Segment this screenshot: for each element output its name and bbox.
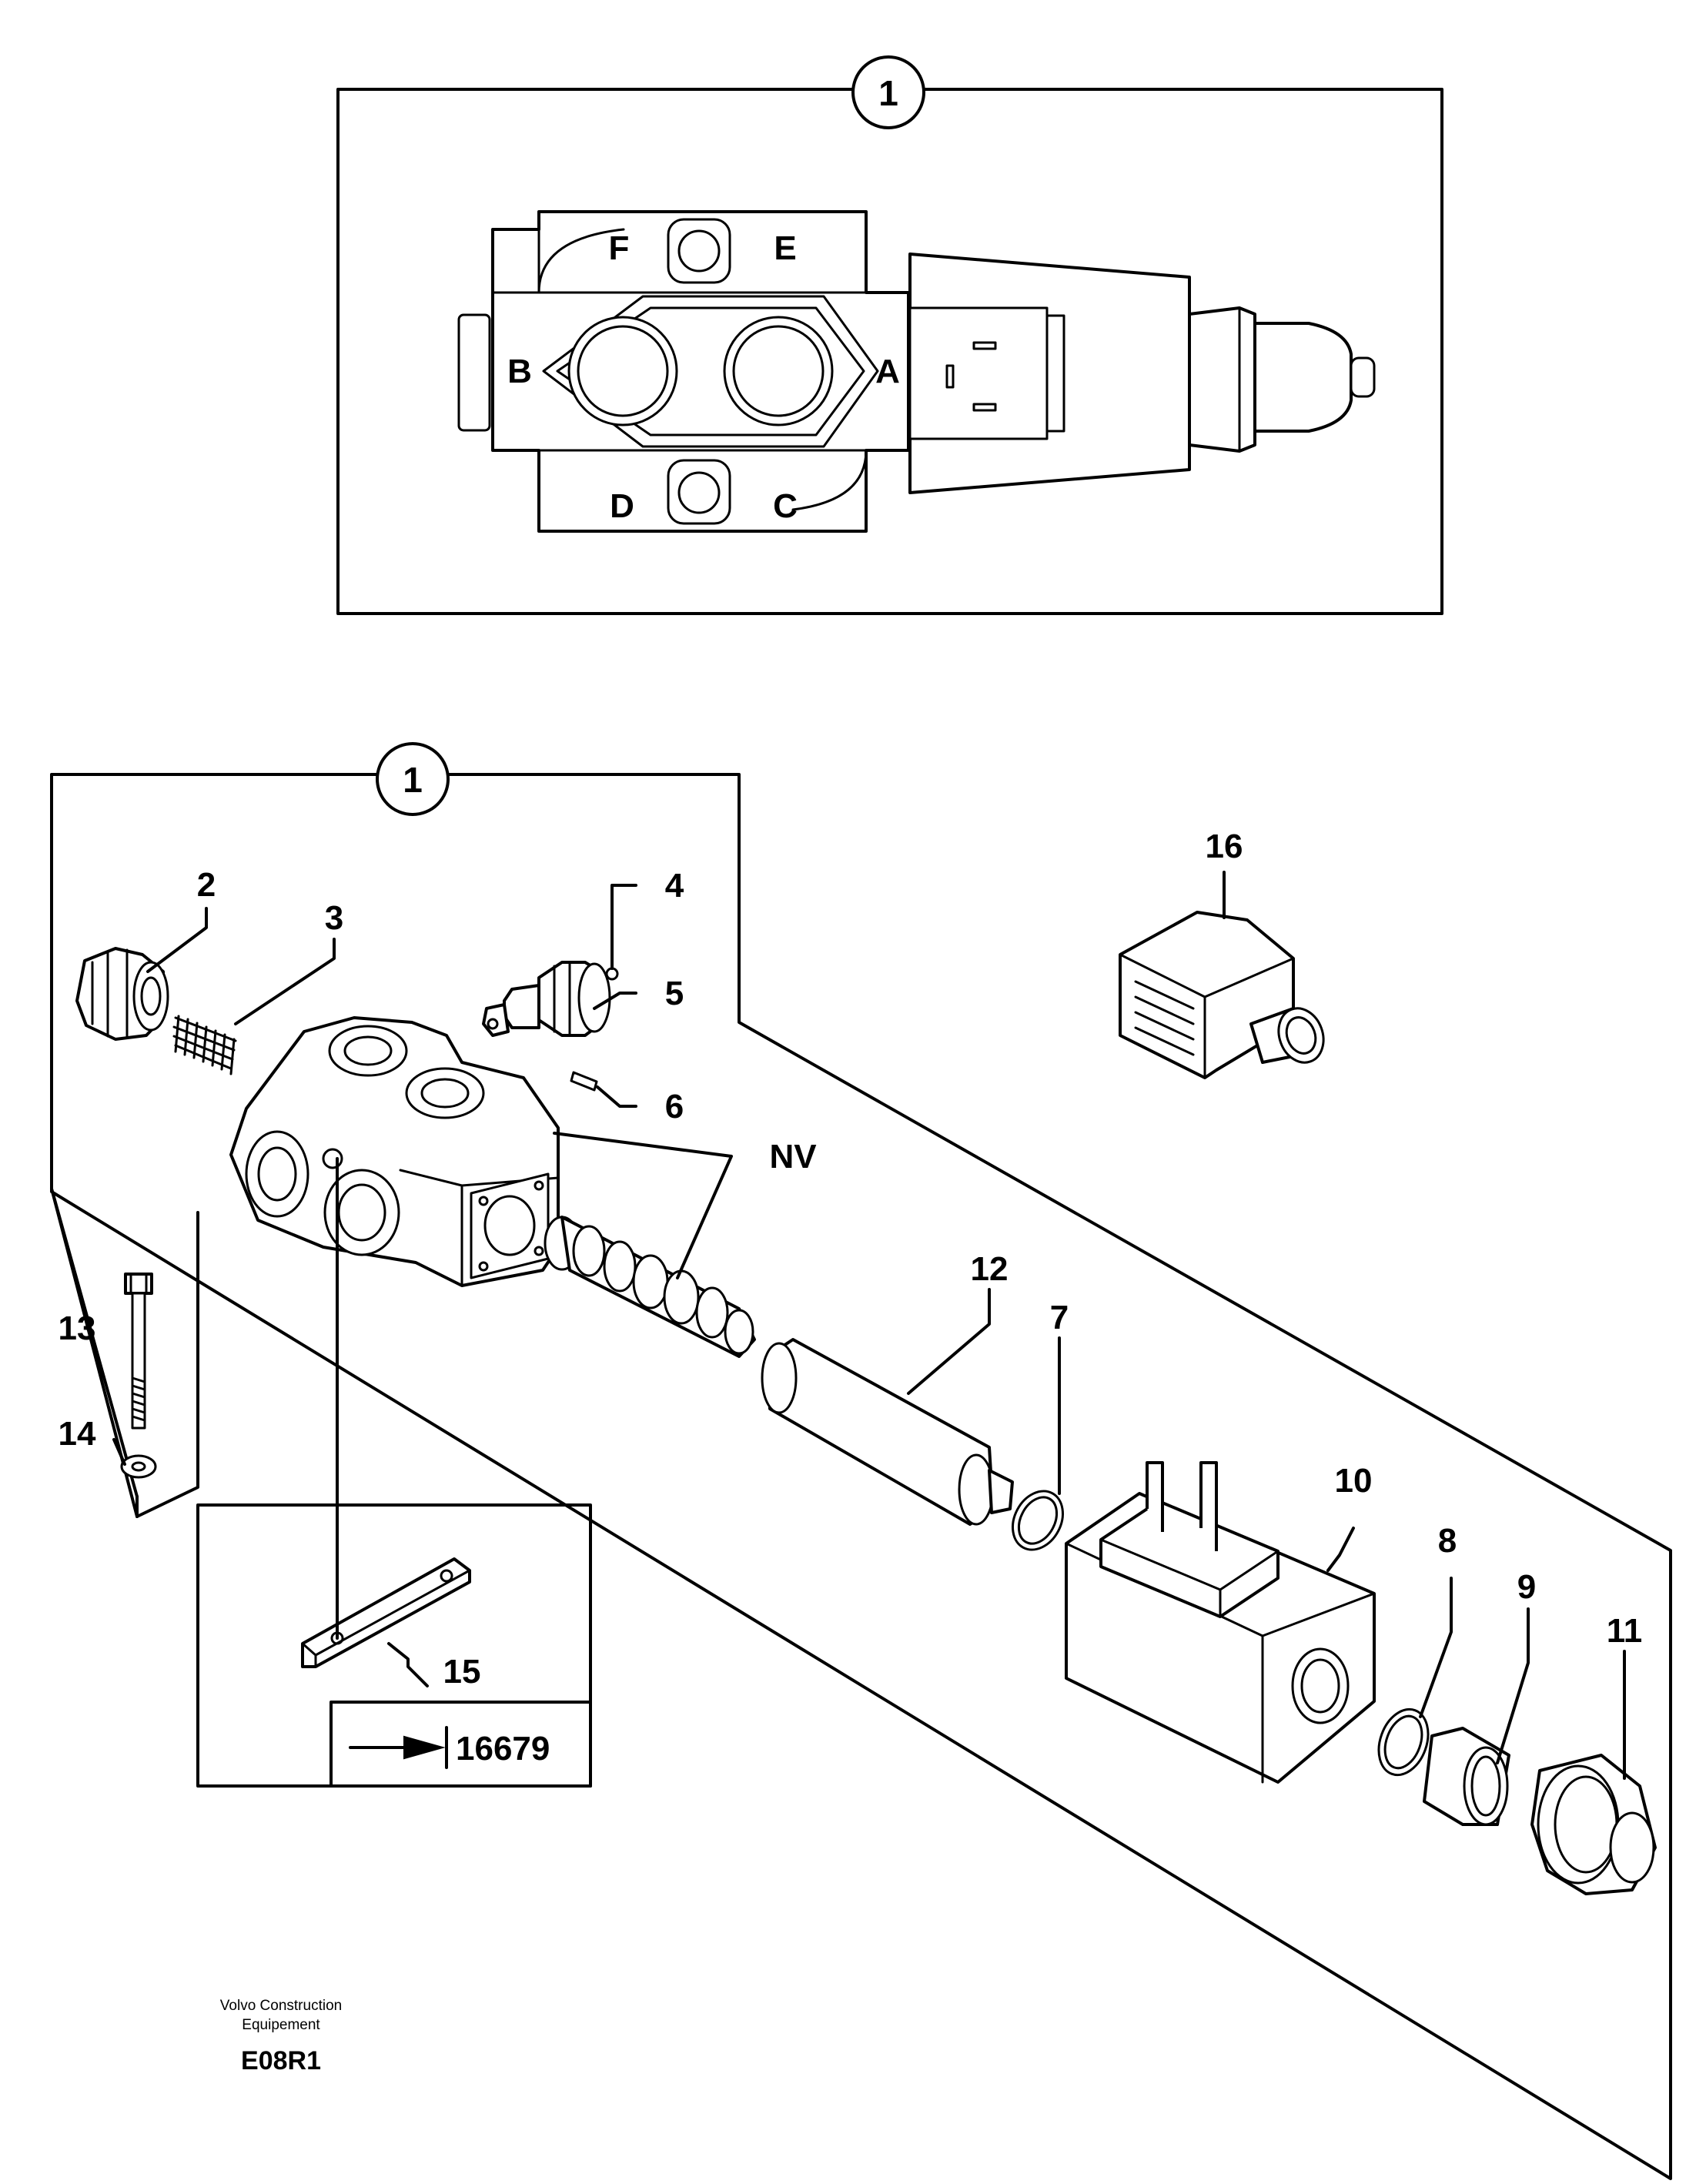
part-6-pin <box>570 1071 598 1092</box>
callout-16: 16 <box>1206 828 1243 865</box>
port-label-e: E <box>774 229 796 267</box>
callout-3: 3 <box>325 899 343 937</box>
footer: Volvo Construction Equipement E08R1 <box>220 1998 342 2075</box>
kit-reference: 16679 <box>349 1726 550 1769</box>
port-label-b: B <box>507 353 532 390</box>
port-label-c: C <box>773 487 798 525</box>
valve-body-top-view <box>457 210 910 533</box>
part-16-connector <box>1119 911 1325 1079</box>
part-11-cap <box>1530 1754 1657 1895</box>
top-view-badge: 1 <box>851 55 925 129</box>
port-label-d: D <box>610 487 634 525</box>
exploded-view-badge-label: 1 <box>403 760 423 800</box>
port-label-a: A <box>875 353 900 390</box>
top-view-badge-label: 1 <box>878 73 898 113</box>
kit-reference-number: 16679 <box>456 1730 550 1768</box>
solenoid-top-view <box>908 253 1376 494</box>
brand-line-2: Equipement <box>242 2017 320 2033</box>
callout-7: 7 <box>1050 1299 1069 1336</box>
part-9-sleeve <box>1423 1727 1510 1826</box>
top-view-group: 1 <box>336 55 1443 615</box>
callout-10: 10 <box>1335 1462 1373 1500</box>
exploded-view-badge: 1 <box>376 742 450 816</box>
callout-8: 8 <box>1438 1522 1457 1560</box>
callout-leaders <box>112 871 1626 1780</box>
valve-body-exploded <box>229 1016 560 1287</box>
part-4-ball <box>605 967 619 981</box>
callout-12: 12 <box>971 1250 1009 1288</box>
part-3-spring <box>172 1015 237 1075</box>
drawing-code: E08R1 <box>241 2046 321 2075</box>
callout-13: 13 <box>59 1309 96 1347</box>
callout-5: 5 <box>665 975 684 1012</box>
exploded-view-group: 1 16679 <box>50 742 1672 2180</box>
part-8-oring <box>1377 1707 1430 1777</box>
part-5-insert <box>482 961 611 1037</box>
callout-15: 15 <box>443 1653 481 1691</box>
callout-4: 4 <box>665 867 684 905</box>
callout-11: 11 <box>1607 1612 1643 1650</box>
port-label-f: F <box>609 229 630 267</box>
part-10-coil <box>1065 1461 1376 1784</box>
detail-box <box>196 1503 592 1788</box>
part-14-washer <box>120 1454 157 1479</box>
part-7-oring <box>1012 1490 1064 1551</box>
brand-line-1: Volvo Construction <box>220 1998 342 2014</box>
callout-9: 9 <box>1517 1568 1536 1606</box>
callout-6: 6 <box>665 1088 684 1125</box>
part-12-tube <box>761 1338 1014 1526</box>
part-13-bolt <box>124 1273 153 1430</box>
callout-nv: NV <box>769 1138 817 1176</box>
callout-14: 14 <box>59 1415 96 1453</box>
callout-2: 2 <box>197 866 216 904</box>
part-2-plug <box>75 947 169 1041</box>
part-nv-spool <box>544 1216 756 1358</box>
